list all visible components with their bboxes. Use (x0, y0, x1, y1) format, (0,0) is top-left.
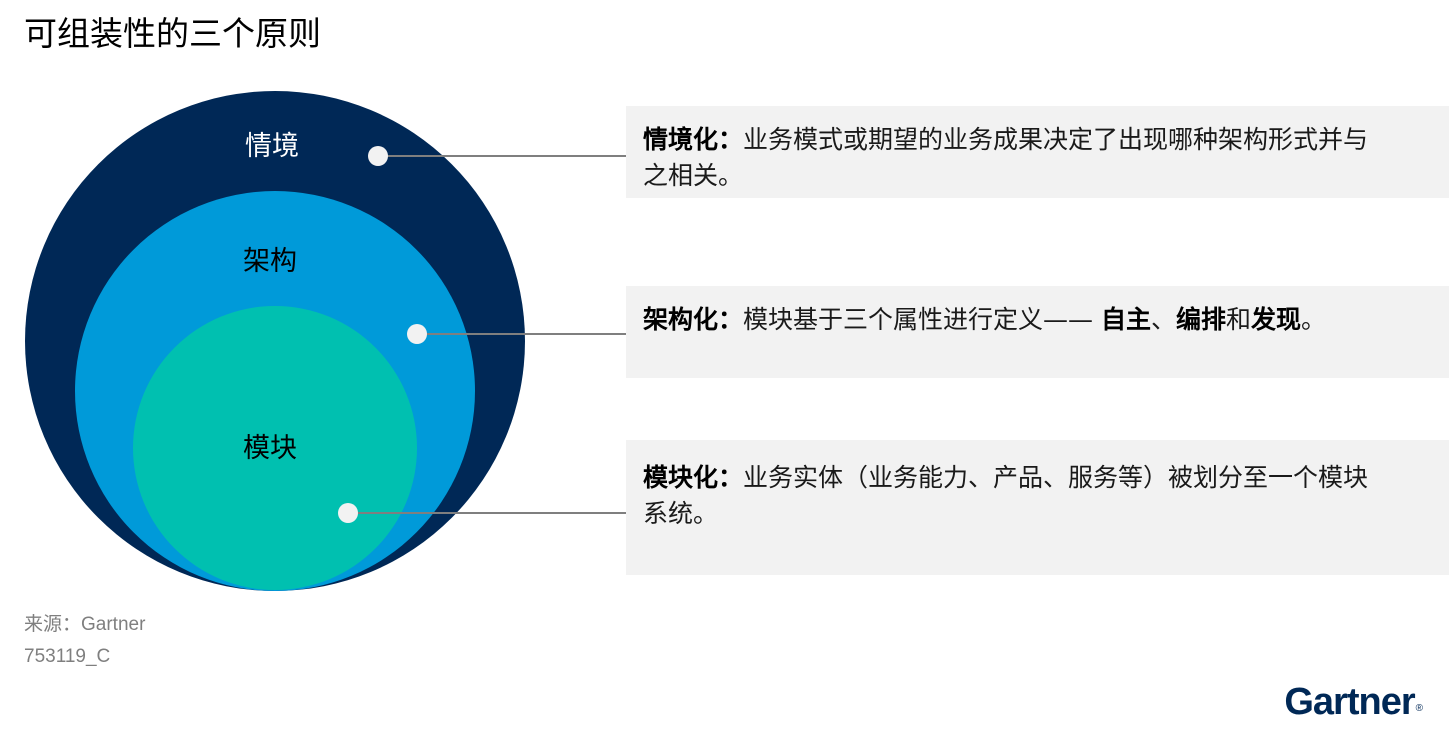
term-discovery: 发现 (1251, 305, 1302, 334)
outer-circle-label: 情境 (245, 131, 299, 162)
logo-text: Gartner (1284, 681, 1415, 723)
middle-circle-label: 架构 (243, 246, 297, 277)
description-text-context: 业务模式或期望的业务成果决定了出现哪种架构形式并与之相关。 (643, 125, 1369, 190)
inner-circle-label: 模块 (243, 433, 297, 464)
connector-dot-context (368, 146, 388, 166)
gartner-logo: Gartner® (1284, 681, 1423, 724)
description-box-context: 情境化：业务模式或期望的业务成果决定了出现哪种架构形式并与之相关。 (626, 106, 1449, 198)
description-text-module: 业务实体（业务能力、产品、服务等）被划分至一个模块系统。 (643, 463, 1369, 528)
document-id: 753119_C (24, 646, 111, 667)
connector-dot-architecture (407, 324, 427, 344)
description-box-architecture: 架构化：模块基于三个属性进行定义—— 自主、编排和发现。 (626, 286, 1449, 378)
separator-comma: 、 (1150, 305, 1176, 334)
page-title: 可组装性的三个原则 (24, 14, 321, 53)
term-autonomy: 自主 (1100, 305, 1151, 334)
description-lead-architecture: 架构化： (643, 305, 744, 334)
term-orchestration: 编排 (1176, 305, 1227, 334)
source-note: 来源：Gartner (24, 614, 146, 635)
description-lead-module: 模块化： (643, 463, 744, 492)
separator-and: 和 (1226, 305, 1252, 334)
description-lead-context: 情境化： (643, 125, 744, 154)
registered-mark: ® (1415, 703, 1423, 714)
connector-dot-module (338, 503, 358, 523)
description-text-architecture: 模块基于三个属性进行定义—— (743, 305, 1101, 334)
sentence-end: 。 (1301, 305, 1327, 334)
description-box-module: 模块化：业务实体（业务能力、产品、服务等）被划分至一个模块系统。 (626, 440, 1449, 575)
